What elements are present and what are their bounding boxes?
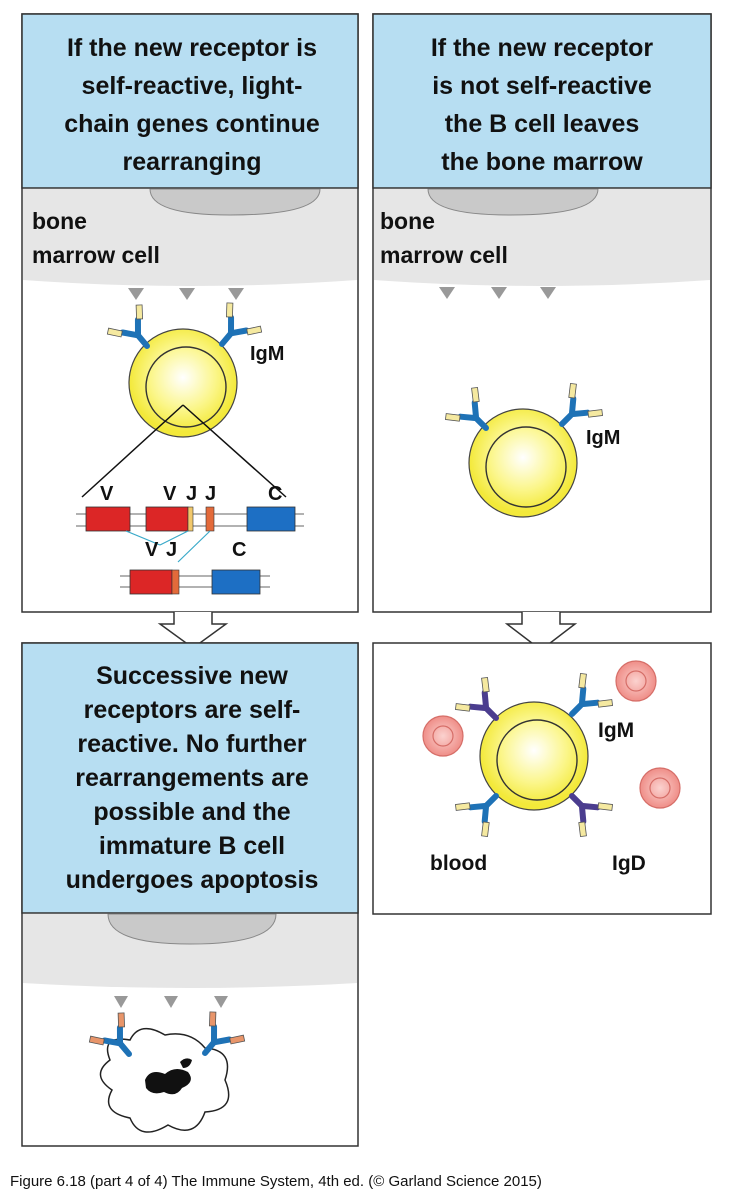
marrow-receptor bbox=[540, 287, 556, 299]
fragmented-nucleus bbox=[145, 1068, 191, 1095]
header-top-right-line2: is not self-reactive bbox=[432, 72, 652, 100]
apoptotic-b-cell bbox=[99, 1027, 230, 1133]
bone-marrow-label-top-right-line2: marrow cell bbox=[380, 242, 508, 268]
gene-label-v2: V bbox=[163, 483, 177, 505]
header-bottom-left-line4: rearrangements are bbox=[75, 764, 309, 792]
igm-label-top-right: IgM bbox=[586, 427, 620, 449]
gene-label-j-rearranged: J bbox=[166, 539, 177, 561]
header-bottom-left-line2: receptors are self- bbox=[84, 696, 301, 724]
figure-caption: Figure 6.18 (part 4 of 4) The Immune Sys… bbox=[10, 1173, 542, 1190]
mature-b-cell bbox=[479, 701, 589, 811]
igm-label-bottom-right: IgM bbox=[598, 719, 634, 742]
red-blood-cell bbox=[639, 767, 681, 809]
expansion-lines bbox=[81, 404, 287, 498]
gene-label-v-rearranged: V bbox=[145, 539, 159, 561]
bone-marrow-cell-bottom-left bbox=[23, 914, 357, 988]
bone-marrow-label-top-left-line2: marrow cell bbox=[32, 242, 160, 268]
header-box-bottom-left bbox=[21, 642, 359, 914]
v-segment bbox=[145, 506, 189, 532]
header-top-right-line4: the bone marrow bbox=[441, 148, 643, 176]
header-bottom-left-line7: undergoes apoptosis bbox=[66, 866, 319, 894]
j-segment bbox=[187, 506, 194, 532]
marrow-receptor bbox=[214, 996, 228, 1008]
marrow-receptor bbox=[491, 287, 507, 299]
j-segment bbox=[171, 569, 180, 595]
marrow-receptor bbox=[164, 996, 178, 1008]
marrow-receptor bbox=[114, 996, 128, 1008]
marrow-receptor bbox=[179, 288, 195, 300]
header-top-left-line2: self-reactive, light- bbox=[82, 72, 303, 100]
fragmented-nucleus bbox=[180, 1058, 192, 1068]
header-box-top-right bbox=[372, 13, 712, 189]
igd-label: IgD bbox=[612, 852, 646, 875]
j-segment bbox=[205, 506, 215, 532]
red-blood-cell bbox=[422, 715, 464, 757]
c-segment bbox=[211, 569, 261, 595]
light-chain-locus-rearranged bbox=[120, 569, 270, 595]
c-segment bbox=[246, 506, 296, 532]
marrow-receptor bbox=[128, 288, 144, 300]
header-top-left-line4: rearranging bbox=[123, 148, 262, 176]
panel-bottom-left: Successive new receptors are self- react… bbox=[21, 642, 359, 1147]
bone-marrow-label-top-right-line1: bone bbox=[380, 208, 435, 234]
blood-label: blood bbox=[430, 852, 487, 875]
bone-marrow-nucleus-top-left bbox=[149, 188, 321, 216]
red-blood-cell bbox=[615, 660, 657, 702]
gene-label-v1: V bbox=[100, 483, 114, 505]
bone-marrow-label-top-left-line1: bone bbox=[32, 208, 87, 234]
b-cell-top-left bbox=[128, 328, 238, 438]
marrow-receptor bbox=[228, 288, 244, 300]
bone-marrow-cell-top-right bbox=[374, 189, 710, 286]
header-box-top-left bbox=[21, 13, 359, 189]
panel-top-right: If the new receptor is not self-reactive… bbox=[372, 13, 712, 613]
gene-label-c1: C bbox=[268, 483, 282, 505]
recombination-lines bbox=[125, 530, 211, 563]
igm-label-top-left: IgM bbox=[250, 343, 284, 365]
header-top-right-line3: the B cell leaves bbox=[445, 110, 640, 138]
panel-bottom-right: IgM blood IgD bbox=[372, 642, 712, 915]
bone-marrow-nucleus-top-right bbox=[427, 188, 599, 216]
header-top-right-line1: If the new receptor bbox=[431, 34, 654, 62]
gene-label-j2: J bbox=[205, 483, 216, 505]
header-bottom-left-line1: Successive new bbox=[96, 662, 288, 690]
b-cell-top-right bbox=[468, 408, 578, 518]
panel-top-left: If the new receptor is self-reactive, li… bbox=[21, 13, 359, 613]
bone-marrow-nucleus-bottom-left bbox=[107, 913, 277, 945]
header-bottom-left-line6: immature B cell bbox=[99, 832, 285, 860]
v-segment bbox=[129, 569, 173, 595]
gene-label-c-rearranged: C bbox=[232, 539, 246, 561]
light-chain-locus-germline bbox=[76, 506, 304, 532]
header-bottom-left-line3: reactive. No further bbox=[77, 730, 307, 758]
header-top-left-line3: chain genes continue bbox=[64, 110, 320, 138]
v-segment bbox=[85, 506, 131, 532]
gene-label-j1: J bbox=[186, 483, 197, 505]
marrow-receptor bbox=[439, 287, 455, 299]
header-top-left-line1: If the new receptor is bbox=[67, 34, 317, 62]
header-bottom-left-line5: possible and the bbox=[93, 798, 290, 826]
